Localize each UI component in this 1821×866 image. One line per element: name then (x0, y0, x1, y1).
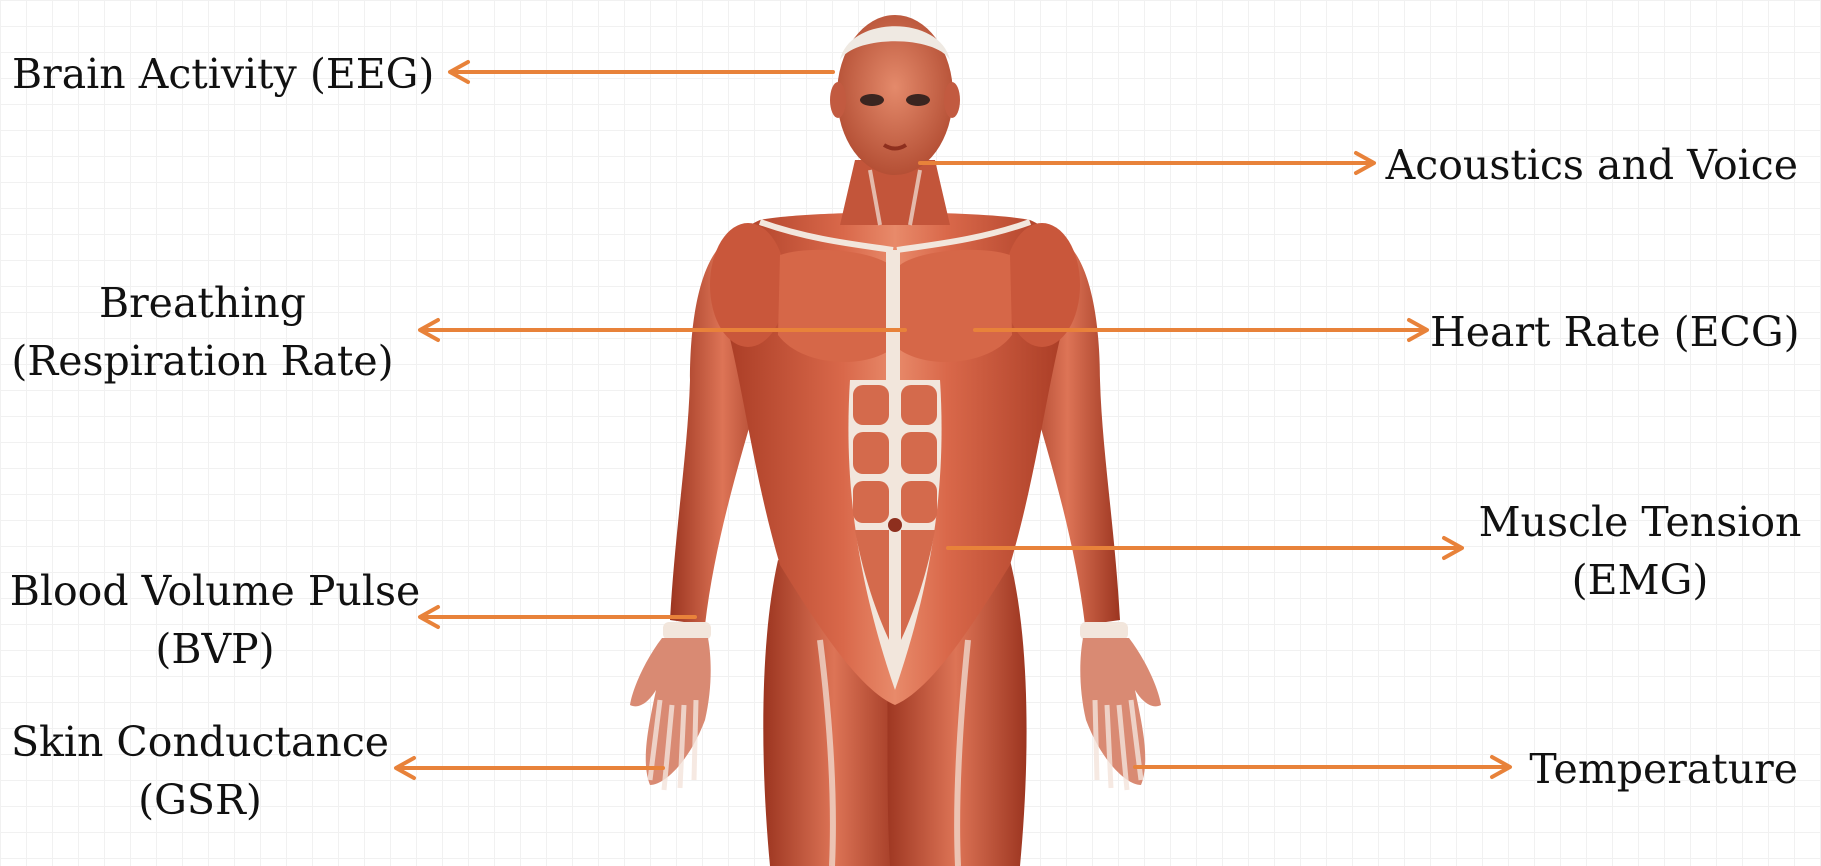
arrow-heart (975, 320, 1427, 340)
label-breathing: Breathing (Respiration Rate) (10, 274, 395, 390)
arrow-acoustics (920, 153, 1374, 173)
arrow-bvp (420, 607, 695, 627)
label-acoustics-voice: Acoustics and Voice (1380, 136, 1798, 194)
arrow-brain (450, 62, 833, 82)
arrow-muscle (948, 538, 1462, 558)
arrow-temperature (1135, 757, 1510, 777)
label-blood-volume-pulse: Blood Volume Pulse (BVP) (5, 562, 425, 678)
label-skin-conductance: Skin Conductance (GSR) (5, 713, 395, 829)
label-temperature: Temperature (1515, 740, 1798, 798)
label-heart-rate: Heart Rate (ECG) (1430, 303, 1798, 361)
label-brain-activity: Brain Activity (EEG) (12, 45, 434, 103)
arrow-gsr (396, 758, 663, 778)
label-muscle-tension: Muscle Tension (EMG) (1470, 493, 1810, 609)
arrow-breathing (420, 320, 905, 340)
